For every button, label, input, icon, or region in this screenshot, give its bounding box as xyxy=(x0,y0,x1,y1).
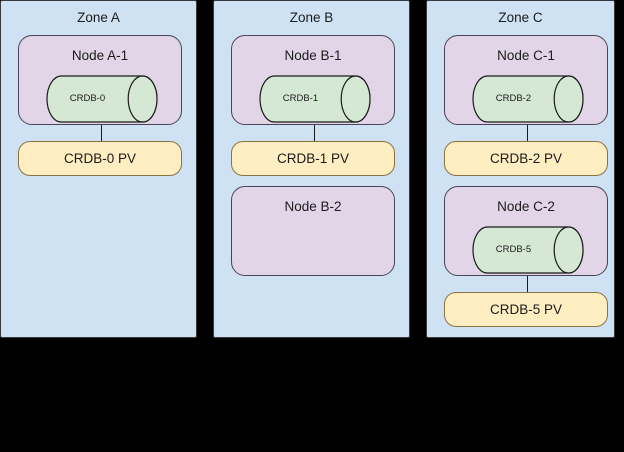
pod-cylinder[interactable]: CRDB-0 xyxy=(46,75,158,123)
persistent-volume-label: CRDB-0 PV xyxy=(63,150,136,166)
pod-to-pv-connector xyxy=(527,276,528,292)
zone-title: Zone A xyxy=(77,10,120,25)
zone-title: Zone C xyxy=(498,10,543,25)
pod-cylinder[interactable]: CRDB-2 xyxy=(472,75,584,123)
node-title: Node B-2 xyxy=(284,199,342,214)
persistent-volume-box[interactable]: CRDB-2 PV xyxy=(444,141,608,176)
node-title: Node C-2 xyxy=(497,199,555,214)
node-title: Node A-1 xyxy=(71,48,129,63)
zone-title: Zone B xyxy=(289,10,334,25)
node-title: Node B-1 xyxy=(284,48,342,63)
persistent-volume-box[interactable]: CRDB-1 PV xyxy=(231,141,395,176)
persistent-volume-label: CRDB-1 PV xyxy=(276,150,349,166)
node-title: Node C-1 xyxy=(497,48,555,63)
persistent-volume-box[interactable]: CRDB-0 PV xyxy=(18,141,182,176)
pod-to-pv-connector xyxy=(314,125,315,141)
pod-to-pv-connector xyxy=(101,125,102,141)
persistent-volume-label: CRDB-2 PV xyxy=(489,150,562,166)
persistent-volume-label: CRDB-5 PV xyxy=(489,301,562,317)
persistent-volume-box[interactable]: CRDB-5 PV xyxy=(444,292,608,327)
node-box[interactable]: Node B-2 xyxy=(231,186,395,276)
pod-cylinder[interactable]: CRDB-1 xyxy=(259,75,371,123)
pod-cylinder[interactable]: CRDB-5 xyxy=(472,226,584,274)
pod-to-pv-connector xyxy=(527,125,528,141)
